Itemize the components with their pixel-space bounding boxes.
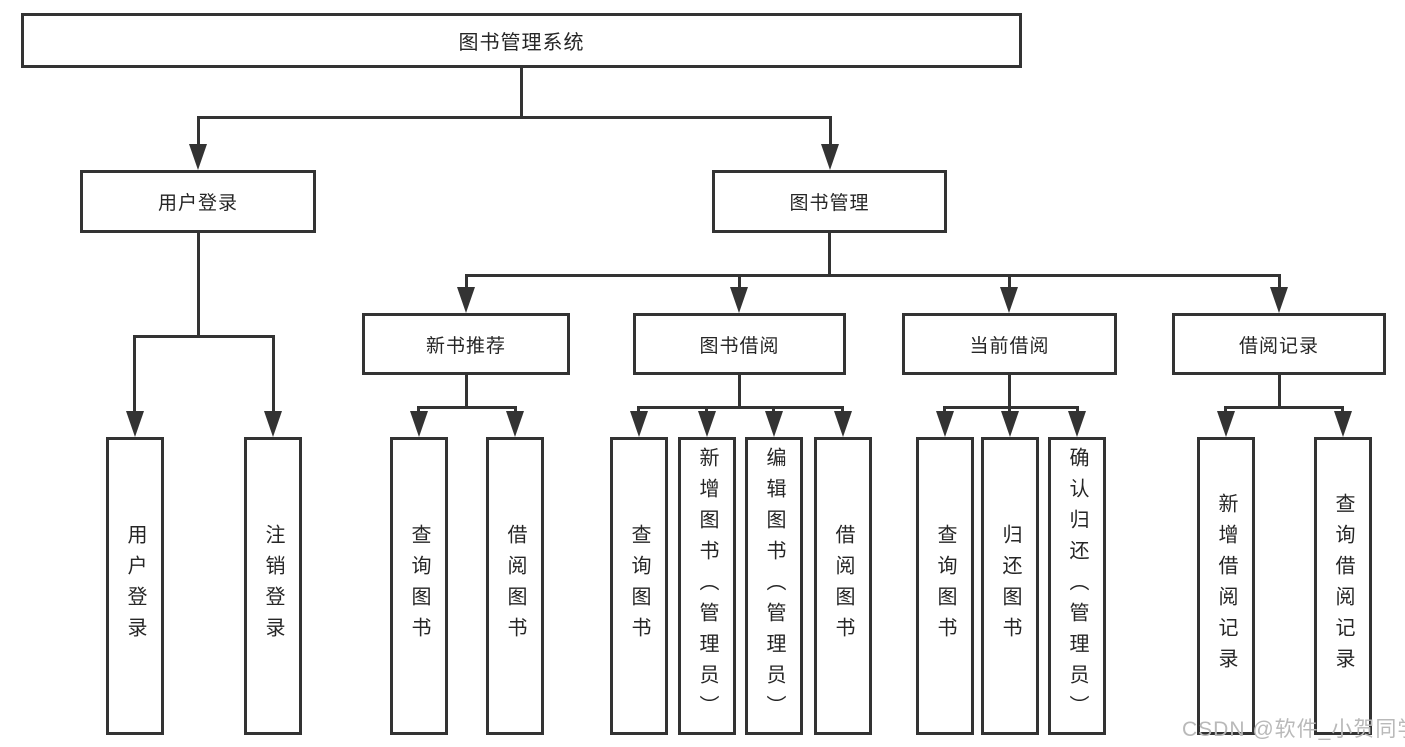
leaf-recommend-query-books: 查询图书 xyxy=(390,437,448,735)
connector-line xyxy=(828,233,831,276)
leaf-borrowing-borrow-books: 借阅图书 xyxy=(814,437,872,735)
leaf-current-confirm-return: 确认归还（管理员） xyxy=(1048,437,1106,735)
arrowhead-icon xyxy=(126,411,144,437)
arrowhead-icon xyxy=(1334,411,1352,437)
connector-line xyxy=(1008,274,1011,290)
arrowhead-icon xyxy=(189,144,207,170)
leaf-logout: 注销登录 xyxy=(244,437,302,735)
connector-line xyxy=(772,406,775,415)
leaf-label: 借阅图书 xyxy=(504,524,526,648)
arrowhead-icon xyxy=(457,287,475,313)
arrowhead-icon xyxy=(630,411,648,437)
leaf-records-add-record: 新增借阅记录 xyxy=(1197,437,1255,735)
arrowhead-icon xyxy=(1068,411,1086,437)
connector-line xyxy=(943,406,946,415)
leaf-records-query-record: 查询借阅记录 xyxy=(1314,437,1372,735)
connector-line xyxy=(465,274,1281,277)
connector-line xyxy=(841,406,844,415)
connector-line xyxy=(1008,406,1011,415)
node-book-management: 图书管理 xyxy=(712,170,947,233)
connector-line xyxy=(465,274,468,290)
node-book-borrowing: 图书借阅 xyxy=(633,313,846,375)
connector-line xyxy=(197,116,832,119)
leaf-label: 注销登录 xyxy=(262,524,284,648)
connector-line xyxy=(465,375,468,408)
connector-line xyxy=(738,375,741,408)
arrowhead-icon xyxy=(765,411,783,437)
connector-line xyxy=(829,116,832,146)
connector-line xyxy=(197,233,200,338)
node-current-borrowing: 当前借阅 xyxy=(902,313,1117,375)
leaf-label: 新增图书（管理员） xyxy=(696,446,718,726)
connector-line xyxy=(1076,406,1079,415)
arrowhead-icon xyxy=(410,411,428,437)
connector-line xyxy=(637,406,844,409)
leaf-label: 归还图书 xyxy=(999,524,1021,648)
arrowhead-icon xyxy=(698,411,716,437)
arrowhead-icon xyxy=(936,411,954,437)
leaf-label: 新增借阅记录 xyxy=(1215,493,1237,679)
arrowhead-icon xyxy=(264,411,282,437)
leaf-label: 编辑图书（管理员） xyxy=(763,446,785,726)
arrowhead-icon xyxy=(1270,287,1288,313)
node-borrowing-records: 借阅记录 xyxy=(1172,313,1386,375)
node-user-login: 用户登录 xyxy=(80,170,316,233)
leaf-label: 借阅图书 xyxy=(832,524,854,648)
connector-line xyxy=(197,116,200,146)
leaf-recommend-borrow-books: 借阅图书 xyxy=(486,437,544,735)
leaf-current-query-books: 查询图书 xyxy=(916,437,974,735)
leaf-label: 查询图书 xyxy=(628,524,650,648)
leaf-borrowing-add-books: 新增图书（管理员） xyxy=(678,437,736,735)
arrowhead-icon xyxy=(1217,411,1235,437)
leaf-label: 查询借阅记录 xyxy=(1332,493,1354,679)
leaf-label: 查询图书 xyxy=(934,524,956,648)
connector-line xyxy=(1341,406,1344,415)
connector-line xyxy=(272,335,275,413)
connector-line xyxy=(943,406,1079,409)
node-new-book-recommend: 新书推荐 xyxy=(362,313,570,375)
arrowhead-icon xyxy=(834,411,852,437)
arrowhead-icon xyxy=(821,144,839,170)
leaf-label: 用户登录 xyxy=(124,524,146,648)
leaf-user-login: 用户登录 xyxy=(106,437,164,735)
arrowhead-icon xyxy=(730,287,748,313)
connector-line xyxy=(417,406,420,415)
arrowhead-icon xyxy=(1001,411,1019,437)
connector-line xyxy=(738,274,741,290)
connector-line xyxy=(637,406,640,415)
connector-line xyxy=(705,406,708,415)
leaf-borrowing-query-books: 查询图书 xyxy=(610,437,668,735)
leaf-label: 确认归还（管理员） xyxy=(1066,446,1088,726)
connector-line xyxy=(1278,375,1281,408)
leaf-current-return-books: 归还图书 xyxy=(981,437,1039,735)
node-root: 图书管理系统 xyxy=(21,13,1022,68)
connector-line xyxy=(1278,274,1281,290)
connector-line xyxy=(1224,406,1227,415)
connector-line xyxy=(133,335,275,338)
leaf-borrowing-edit-books: 编辑图书（管理员） xyxy=(745,437,803,735)
arrowhead-icon xyxy=(506,411,524,437)
connector-line xyxy=(1224,406,1344,409)
csdn-watermark: CSDN @软件_小贺同学 xyxy=(1182,718,1405,741)
connector-line xyxy=(520,68,523,118)
connector-line xyxy=(417,406,517,409)
arrowhead-icon xyxy=(1000,287,1018,313)
connector-line xyxy=(514,406,517,415)
connector-line xyxy=(133,335,136,413)
leaf-label: 查询图书 xyxy=(408,524,430,648)
connector-line xyxy=(1008,375,1011,408)
